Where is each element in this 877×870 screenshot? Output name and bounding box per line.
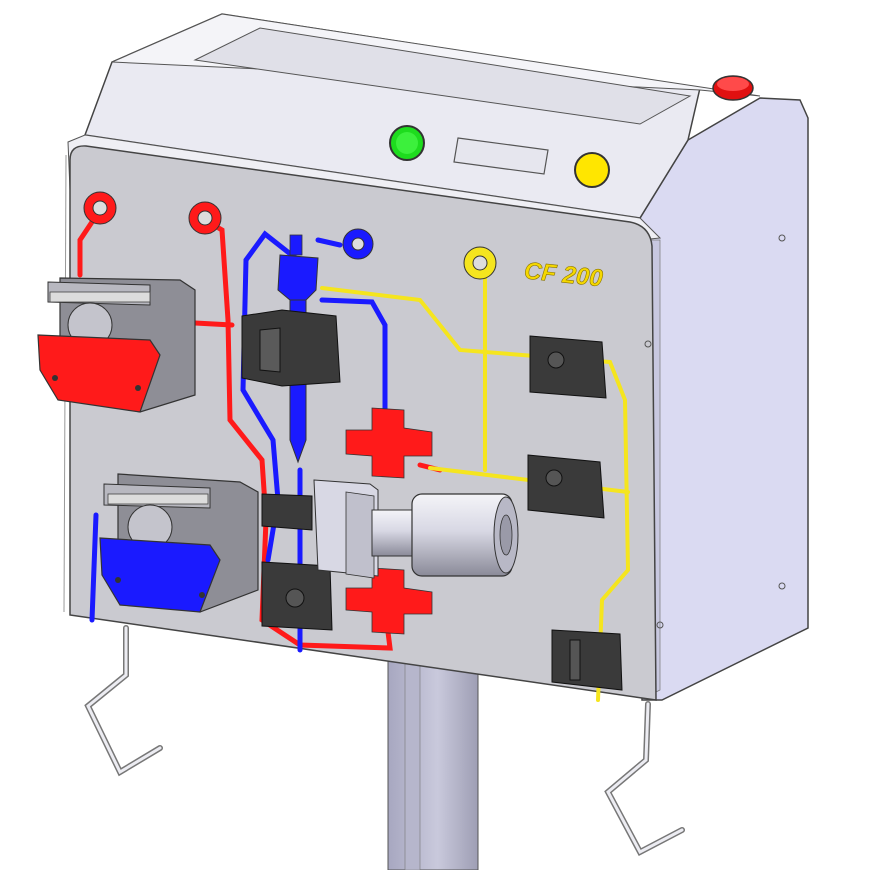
clamp-center-bottom — [261, 561, 333, 631]
display-window — [453, 137, 549, 175]
clamps — [241, 309, 623, 691]
left-hook — [84, 625, 163, 777]
red-roller-pump — [37, 277, 196, 413]
red-manifold-upper — [345, 407, 433, 479]
blue-roller-pump — [99, 473, 259, 613]
right-hook-inner — [606, 702, 684, 855]
stand-pole — [387, 659, 479, 870]
clamp-upper-right — [529, 335, 607, 399]
connector-ports — [83, 191, 497, 280]
cylinder-sensor — [313, 479, 519, 579]
housing-side — [639, 97, 809, 701]
left-hook-inner — [86, 626, 162, 775]
right-hook — [604, 701, 685, 857]
clamp-middle-right — [527, 454, 605, 519]
red-manifold-lower — [345, 567, 433, 635]
indicator-panel — [389, 75, 754, 188]
clamp-lower-right — [551, 629, 623, 691]
clamp-center-top — [241, 309, 341, 387]
clamp-small — [261, 493, 313, 531]
model-label: CF 200 — [523, 257, 605, 292]
side-screws — [644, 234, 786, 629]
status-lamp-yellow — [574, 152, 610, 188]
